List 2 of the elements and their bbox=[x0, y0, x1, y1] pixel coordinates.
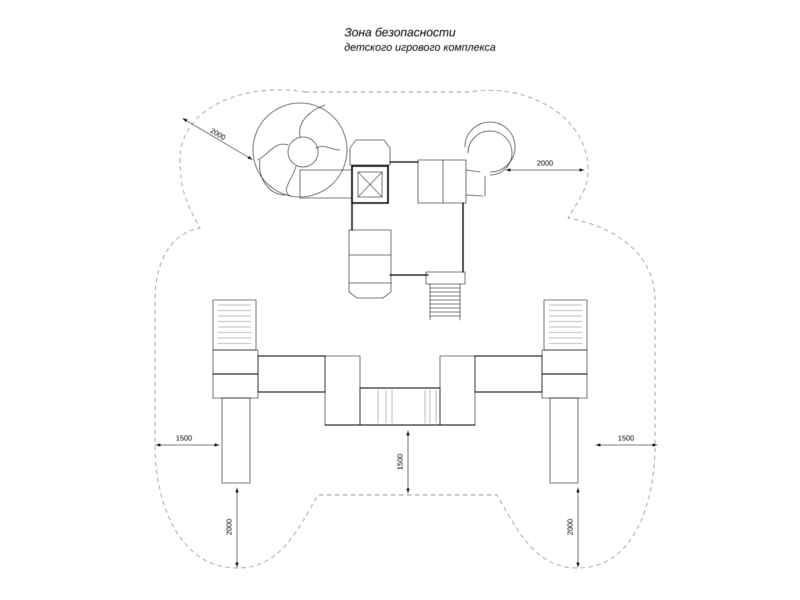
title: Зона безопасности bbox=[344, 28, 456, 36]
subtitle: детского игрового комплекса bbox=[344, 43, 496, 53]
